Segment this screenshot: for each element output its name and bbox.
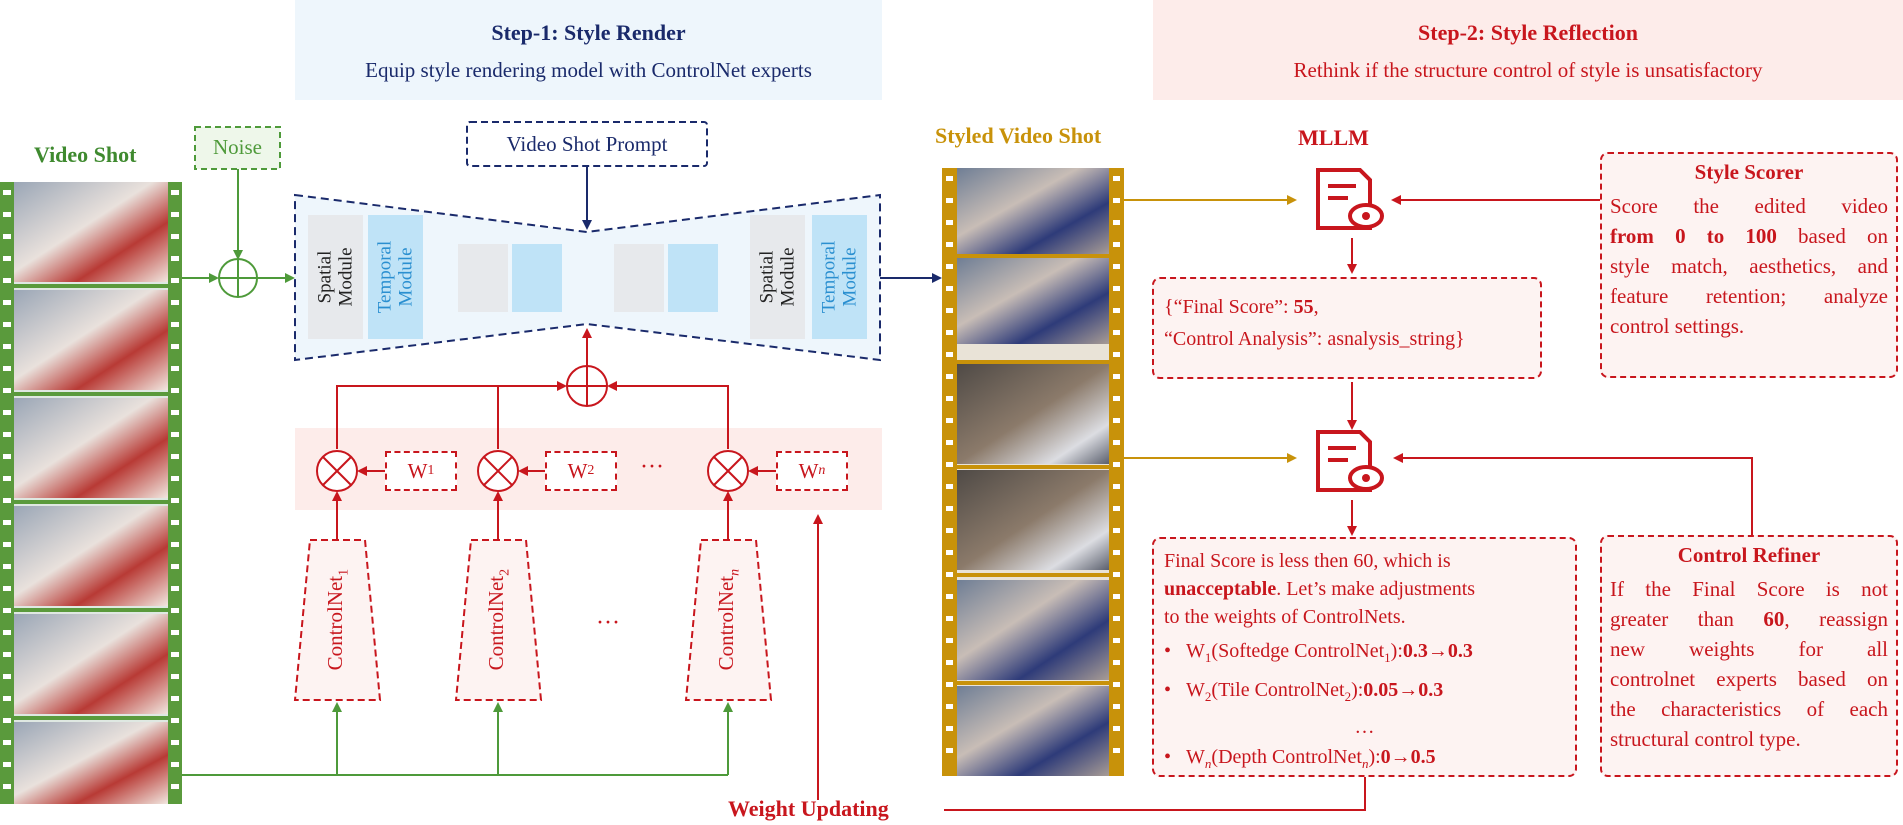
step1-subtitle: Equip style rendering model with Control… [365, 58, 812, 82]
step1-header: Step-1: Style Render Equip style renderi… [295, 0, 882, 100]
style-scorer-text-d: feature retention; analyze [1610, 284, 1888, 308]
temporal-module-left-label: Temporal Module [374, 240, 417, 314]
noise-label: Noise [213, 135, 262, 159]
inner-block-3 [614, 244, 664, 312]
input-frames [14, 182, 168, 804]
sum-operator [566, 365, 608, 407]
noise-box [194, 126, 281, 170]
spatial-module-left-label: Spatial Module [314, 247, 357, 307]
multiply-operator-1 [316, 450, 358, 492]
temporal-module-left [368, 215, 423, 339]
adjustment-ellipsis: … [1354, 716, 1375, 738]
adjustment-bullet-2: • W2(Tile ControlNet2):0.05→0.3 [1164, 679, 1444, 704]
control-refiner-title: Control Refiner [1677, 543, 1821, 567]
step2-header: Step-2: Style Reflection Rethink if the … [1153, 0, 1903, 100]
video-shot-label: Video Shot [34, 142, 137, 167]
score-output-line2: “Control Analysis”: asnalysis_string} [1164, 328, 1465, 350]
controlnets-ellipsis: ··· [596, 610, 620, 636]
style-scorer-text-e: control settings. [1610, 314, 1745, 338]
control-refiner-line6: structural control type. [1610, 727, 1801, 751]
control-refiner-line4: controlnet experts based on [1610, 667, 1888, 691]
temporal-module-right [812, 215, 867, 339]
add-noise-operator [218, 258, 258, 298]
mllm-refiner-icon [1316, 430, 1384, 492]
unet-model [294, 193, 881, 362]
input-film-strip [0, 182, 182, 804]
multiply-operator-2 [477, 450, 519, 492]
styled-video-shot-label: Styled Video Shot [935, 123, 1102, 148]
style-scorer-text-a: Score the edited video [1610, 194, 1888, 218]
adjustment-line2: unacceptable. Let’s make adjustments [1164, 578, 1476, 600]
controlnet-n-shape [684, 539, 773, 701]
style-scorer-text-c: style match, aesthetics, and [1610, 254, 1888, 278]
inner-block-2 [512, 244, 562, 312]
controlnet-n-label: ControlNetn [713, 569, 743, 671]
adjustment-line3: to the weights of ControlNets. [1164, 606, 1406, 628]
score-output-box: {“Final Score”: 55, “Control Analysis”: … [1152, 277, 1542, 379]
step2-subtitle: Rethink if the structure control of styl… [1293, 58, 1763, 82]
controlnet-1-label: ControlNet1 [322, 569, 352, 671]
control-refiner-line2: greater than 60, reassign [1610, 607, 1888, 631]
style-scorer-title: Style Scorer [1694, 160, 1804, 184]
spatial-module-right-label: Spatial Module [756, 247, 799, 307]
controlnet-2-shape [454, 539, 543, 701]
styled-film-strip [942, 168, 1124, 776]
inner-block-1 [458, 244, 508, 312]
adjustment-box: Final Score is less then 60, which is un… [1152, 537, 1577, 777]
controlnet-1-shape [293, 539, 382, 701]
prompt-label: Video Shot Prompt [506, 132, 668, 156]
control-refiner-line1: If the Final Score is not [1610, 577, 1888, 601]
step2-title: Step-2: Style Reflection [1418, 20, 1638, 45]
score-output-line1: {“Final Score”: 55, [1164, 296, 1319, 318]
control-refiner-line3: new weights for all [1610, 637, 1888, 661]
mllm-scorer-icon [1316, 168, 1384, 230]
temporal-module-right-label: Temporal Module [818, 240, 861, 314]
style-scorer-text-b: from 0 to 100 based on [1610, 224, 1888, 248]
spatial-module-left [308, 215, 363, 339]
controlnet-2-label: ControlNet2 [483, 569, 513, 671]
step1-title: Step-1: Style Render [491, 20, 686, 45]
control-refiner-box: Control Refiner If the Final Score is no… [1600, 535, 1898, 777]
multiply-operator-n [707, 450, 749, 492]
inner-block-4 [668, 244, 718, 312]
control-refiner-line5: the characteristics of each [1610, 697, 1888, 721]
weights-ellipsis: ··· [640, 454, 664, 480]
adjustment-bullet-n: • Wn(Depth ControlNetn):0→0.5 [1164, 746, 1436, 771]
weight-updating-label: Weight Updating [728, 796, 889, 821]
mllm-label: MLLM [1298, 125, 1369, 150]
adjustment-line1: Final Score is less then 60, which is [1164, 550, 1451, 572]
adjustment-bullet-1: • W1(Softedge ControlNet1):0.3→0.3 [1164, 640, 1473, 665]
style-scorer-box: Style Scorer Score the edited video from… [1600, 152, 1898, 378]
spatial-module-right [750, 215, 805, 339]
